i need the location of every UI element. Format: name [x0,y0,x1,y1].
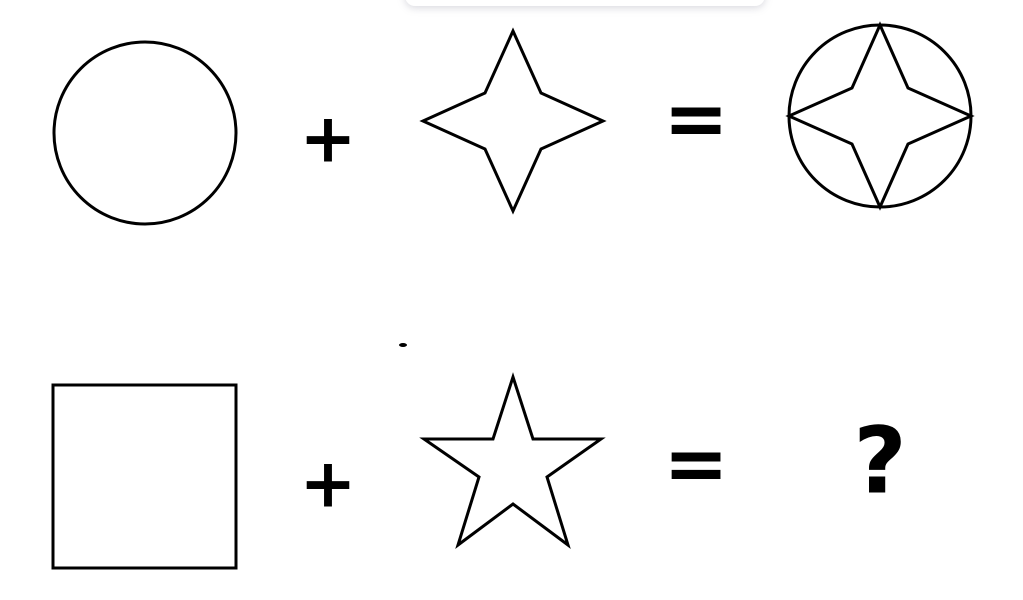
equals-sign-row-1: = [663,74,728,164]
circle-shape [52,40,238,226]
result-circle-shape [787,23,973,209]
plus-sign-row-1: + [300,100,357,179]
plus-sign-row-2: + [300,445,357,524]
five-pointed-star-shape [419,372,606,549]
result-four-pointed-star-shape [785,21,975,211]
four-pointed-star-shape [419,27,607,215]
circle-with-four-pointed-star-result [785,21,975,211]
stray-dot [399,343,407,347]
row-2: + = ? [51,372,907,570]
square-shape [51,383,238,570]
top-bar-shadow [405,0,765,6]
row-1: + = [52,21,975,226]
question-mark-answer: ? [853,407,906,514]
equals-sign-row-2: = [663,419,728,509]
